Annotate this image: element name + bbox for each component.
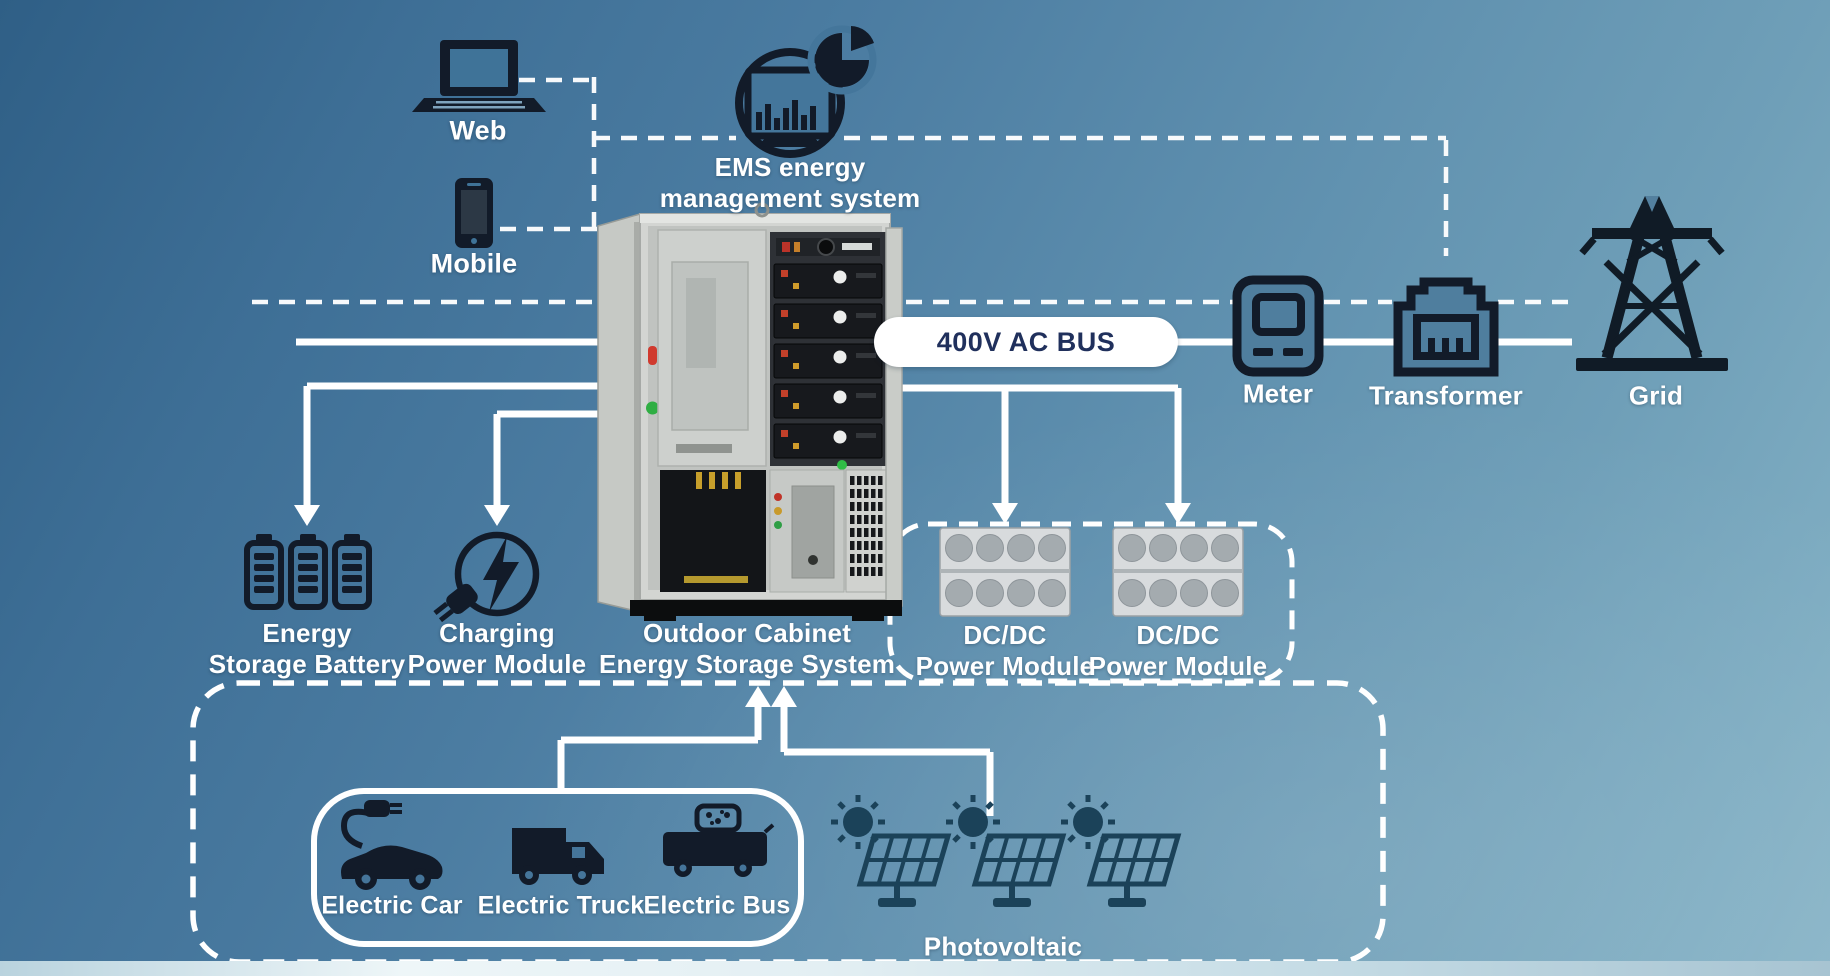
ems-analytics-icon [735, 25, 877, 158]
solar-panel-icons [831, 795, 1182, 907]
outdoor-cabinet-image [597, 202, 903, 621]
meter-label: Meter [1242, 378, 1314, 409]
ac-bus-badge: 400V AC BUS [874, 317, 1178, 367]
meter-icon [1232, 275, 1324, 377]
smartphone-icon [455, 178, 493, 248]
laptop-icon [412, 40, 546, 112]
charging-power-module-label: Charging Power Module [407, 618, 587, 679]
transmission-tower-icon [1576, 196, 1728, 371]
plug-lightning-icon [433, 531, 540, 623]
transformer-label: Transformer [1369, 380, 1523, 411]
ems-label-line2: management system [659, 183, 921, 213]
dcdc-left-label: DC/DC Power Module [915, 620, 1095, 681]
electric-truck-label: Electric Truck [477, 891, 645, 920]
dcdc-fan-module-left [939, 527, 1071, 617]
photovoltaic-label: Photovoltaic [923, 931, 1083, 962]
bus-icon [663, 803, 775, 877]
solar-panel-3 [1061, 795, 1182, 907]
outdoor-cabinet-label: Outdoor Cabinet Energy Storage System [598, 618, 896, 679]
truck-icon [512, 828, 604, 885]
batteries-icon [244, 534, 372, 610]
ems-label-line1: EMS energy [714, 152, 866, 182]
solar-panel-2 [946, 795, 1067, 907]
electric-bus-label: Electric Bus [643, 891, 791, 920]
grid-label: Grid [1628, 380, 1684, 411]
ems-label: EMS energy management system [660, 152, 921, 214]
dcdc-fan-module-right [1112, 527, 1244, 617]
solar-panel-1 [831, 795, 952, 907]
energy-storage-battery-label: Energy Storage Battery [208, 618, 406, 679]
mobile-label: Mobile [430, 248, 518, 279]
vehicles-box [311, 788, 804, 947]
electric-car-label: Electric Car [321, 891, 463, 920]
dashed-connectors [252, 77, 1568, 305]
dcdc-right-label: DC/DC Power Module [1088, 620, 1268, 681]
web-label: Web [449, 115, 507, 146]
bottom-light-strip [0, 961, 1830, 976]
arrowheads [294, 503, 1191, 707]
transformer-icon [1393, 277, 1499, 377]
car-icon [340, 800, 443, 890]
